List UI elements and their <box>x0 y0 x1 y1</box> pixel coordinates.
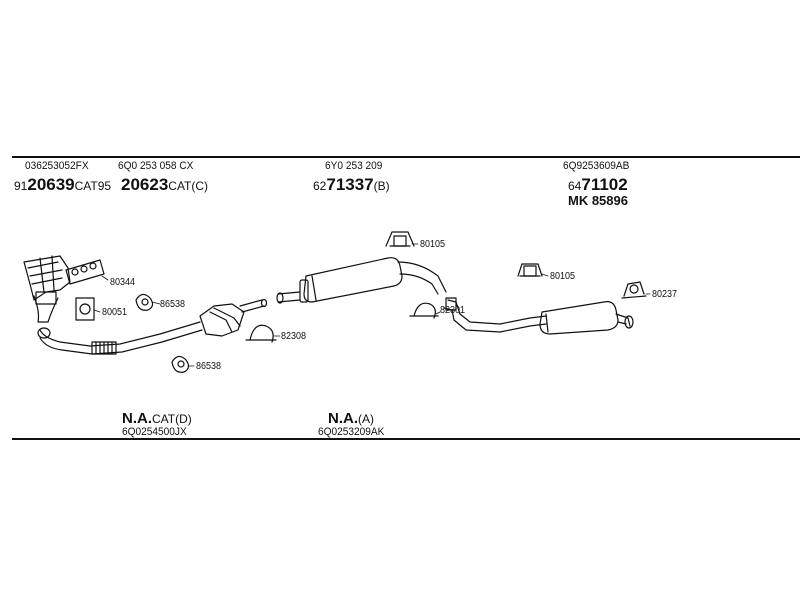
tag-82301: 82301 <box>440 305 466 316</box>
clamp-82308 <box>245 324 277 343</box>
header-number-3: 6271337(B) <box>313 175 390 194</box>
tag-82308: 82308 <box>281 331 307 342</box>
manifold-gasket-80344 <box>65 259 105 285</box>
centre-silencer <box>276 257 447 304</box>
tag-86538-upper: 86538 <box>160 299 186 310</box>
tag-86538-lower: 86538 <box>196 361 222 372</box>
header-code-1: 036253052FX <box>25 160 89 172</box>
rear-pipe <box>443 297 547 333</box>
hanger-80237 <box>621 281 647 299</box>
tag-80051: 80051 <box>102 307 128 318</box>
header-mk-4: MK 85896 <box>568 193 628 208</box>
gasket-80051 <box>75 297 95 321</box>
tag-80344: 80344 <box>110 277 136 288</box>
tag-80105-upper: 80105 <box>420 239 446 250</box>
bottom-divider <box>12 438 800 440</box>
rear-silencer <box>539 301 634 335</box>
footer-code-1: 6Q0254500JX <box>122 426 187 438</box>
header-code-2: 6Q0 253 058 CX <box>118 160 194 172</box>
hanger-80105-upper <box>385 231 415 247</box>
header-number-1: 9120639CAT95 <box>14 175 112 194</box>
header-code-3: 6Y0 253 209 <box>325 160 383 172</box>
tag-80237: 80237 <box>652 289 678 300</box>
front-pipe <box>37 321 203 355</box>
leader-lines <box>93 243 651 367</box>
top-divider <box>12 156 800 158</box>
footer-label-2: N.A.(A) <box>328 410 374 427</box>
hanger-86538-lower <box>171 355 190 373</box>
header-code-4: 6Q9253609AB <box>563 160 630 172</box>
exhaust-manifold <box>23 255 71 323</box>
header-number-2: 20623CAT(C) <box>121 175 209 194</box>
catalytic-converter <box>199 298 268 337</box>
footer-code-2: 6Q0253209AK <box>318 426 385 438</box>
hanger-80105-lower <box>517 263 543 277</box>
clamp-82301 <box>409 302 439 319</box>
footer-label-1: N.A.CAT(D) <box>122 410 192 427</box>
tag-80105-lower: 80105 <box>550 271 576 282</box>
hanger-86538-upper <box>135 293 154 311</box>
header-number-4: 6471102 <box>568 175 628 194</box>
